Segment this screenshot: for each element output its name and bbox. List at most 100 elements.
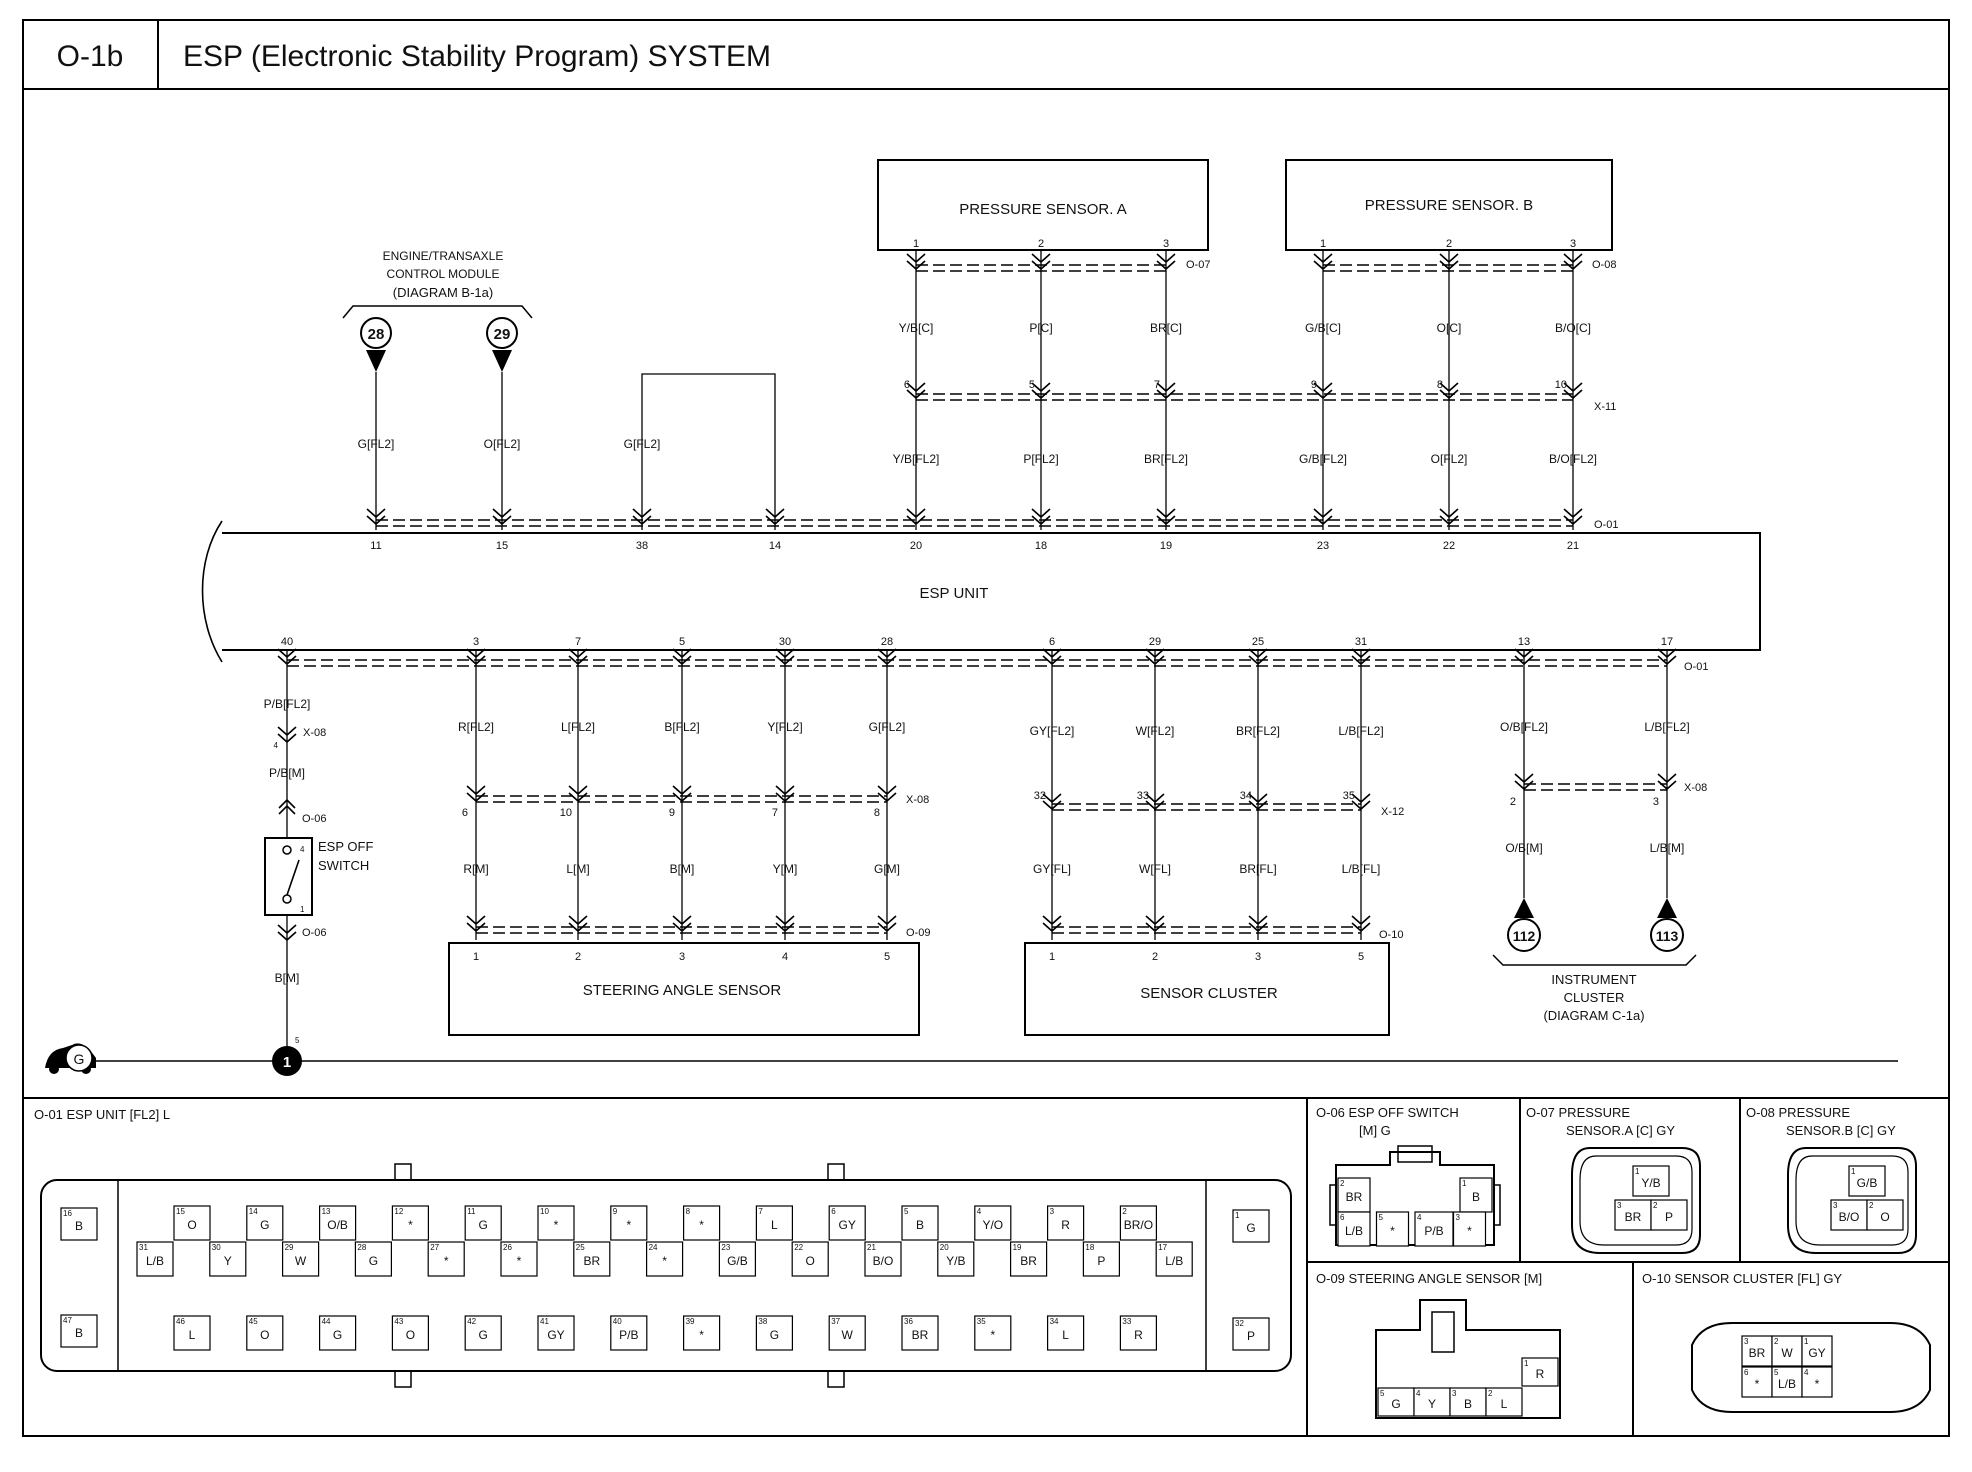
svg-text:6: 6 bbox=[462, 807, 468, 819]
cell-pin-number: 3 bbox=[1050, 1207, 1055, 1216]
cell-wire-color: * bbox=[699, 1328, 704, 1342]
cell-wire-color: B bbox=[916, 1218, 924, 1232]
svg-text:O/B[M]: O/B[M] bbox=[1505, 841, 1542, 855]
connector-cell: 2O bbox=[1866, 1199, 1904, 1231]
cell-wire-color: L bbox=[771, 1218, 778, 1232]
pressure-lower-wire-labels: Y/B[FL2] P[FL2] BR[FL2] G/B[FL2] O[FL2] … bbox=[893, 452, 1597, 466]
instrument-cluster: O/B[FL2] L/B[FL2] 2 3 X-08 O/B[M] L/B[M]… bbox=[1492, 720, 1707, 1023]
cell-wire-color: G/B bbox=[727, 1254, 748, 1268]
cluster-x12-pins: 32 33 34 35 bbox=[1034, 790, 1355, 802]
cell-pin-number: 22 bbox=[794, 1243, 803, 1252]
cell-pin-number: 6 bbox=[831, 1207, 836, 1216]
cell-pin-number: 3 bbox=[1452, 1389, 1457, 1398]
connector-view-o08: O-08 PRESSURE SENSOR.B [C] GY 1G/B3B/O2O bbox=[1746, 1105, 1917, 1254]
svg-text:O[C]: O[C] bbox=[1437, 321, 1462, 335]
connector-view-o06: O-06 ESP OFF SWITCH [M] G 2BR1B6L/B5*4P/… bbox=[1316, 1105, 1501, 1247]
svg-text:38: 38 bbox=[636, 540, 648, 552]
cell-pin-number: 29 bbox=[285, 1243, 294, 1252]
cell-pin-number: 8 bbox=[686, 1207, 691, 1216]
cell-pin-number: 6 bbox=[1340, 1213, 1345, 1222]
svg-text:X-08: X-08 bbox=[303, 727, 326, 739]
svg-text:L/B[M]: L/B[M] bbox=[1650, 841, 1685, 855]
connector-o10-label: O-10 bbox=[1379, 929, 1403, 941]
cell-wire-color: * bbox=[1755, 1377, 1760, 1391]
svg-text:1: 1 bbox=[300, 905, 305, 914]
cell-pin-number: 6 bbox=[1744, 1368, 1749, 1377]
ground-junction-1: 1 bbox=[272, 1046, 302, 1076]
svg-text:7: 7 bbox=[575, 636, 581, 648]
svg-text:G: G bbox=[74, 1051, 85, 1067]
cell-wire-color: Y/B bbox=[1641, 1176, 1660, 1190]
connector-cell: 1B bbox=[1459, 1177, 1493, 1213]
cell-pin-number: 1 bbox=[1235, 1211, 1240, 1220]
cell-pin-number: 42 bbox=[467, 1317, 476, 1326]
connector-cell: 3BR bbox=[1741, 1335, 1773, 1367]
svg-text:25: 25 bbox=[1252, 636, 1264, 648]
svg-text:4: 4 bbox=[782, 951, 788, 963]
svg-text:10: 10 bbox=[1555, 379, 1567, 391]
connector-cell: 5G bbox=[1377, 1387, 1415, 1417]
connector-cell: 27* bbox=[427, 1241, 465, 1277]
svg-text:4: 4 bbox=[300, 845, 305, 854]
connector-cell: 23G/B bbox=[718, 1241, 757, 1277]
cell-pin-number: 27 bbox=[430, 1243, 439, 1252]
cell-wire-color: B bbox=[1464, 1397, 1472, 1411]
svg-text:35: 35 bbox=[1343, 790, 1355, 802]
svg-text:3: 3 bbox=[1255, 951, 1261, 963]
svg-text:BR[FL2]: BR[FL2] bbox=[1144, 452, 1188, 466]
svg-text:L[FL2]: L[FL2] bbox=[561, 720, 595, 734]
cell-wire-color: P/B bbox=[619, 1328, 638, 1342]
svg-text:G[M]: G[M] bbox=[874, 862, 900, 876]
svg-text:15: 15 bbox=[496, 540, 508, 552]
cell-pin-number: 14 bbox=[249, 1207, 258, 1216]
connector-cell: 1R bbox=[1521, 1357, 1559, 1387]
connector-cell: 30Y bbox=[209, 1241, 247, 1277]
cell-wire-color: GY bbox=[839, 1218, 856, 1232]
svg-text:11: 11 bbox=[370, 540, 381, 552]
svg-text:3: 3 bbox=[1653, 796, 1659, 808]
cell-wire-color: P/B bbox=[1424, 1224, 1443, 1238]
svg-text:O/B[FL2]: O/B[FL2] bbox=[1500, 720, 1548, 734]
cell-pin-number: 38 bbox=[758, 1317, 767, 1326]
connector-cell: 4Y/O bbox=[974, 1205, 1012, 1241]
svg-text:O-06 ESP OFF SWITCH: O-06 ESP OFF SWITCH bbox=[1316, 1105, 1459, 1120]
connector-cell: 4Y bbox=[1413, 1387, 1451, 1417]
svg-text:P[C]: P[C] bbox=[1029, 321, 1052, 335]
cell-wire-color: L/B bbox=[146, 1254, 164, 1268]
connector-cell: 3B/O bbox=[1830, 1199, 1868, 1231]
cell-wire-color: O bbox=[406, 1328, 415, 1342]
cell-wire-color: * bbox=[1390, 1224, 1395, 1238]
connector-o01-bottom-label: O-01 bbox=[1684, 661, 1708, 673]
svg-text:10: 10 bbox=[560, 807, 572, 819]
svg-text:21: 21 bbox=[1567, 540, 1579, 552]
svg-text:112: 112 bbox=[1513, 928, 1536, 944]
svg-text:O-09 STEERING ANGLE SENSOR [M]: O-09 STEERING ANGLE SENSOR [M] bbox=[1316, 1271, 1542, 1286]
svg-text:1: 1 bbox=[283, 1054, 291, 1071]
svg-text:29: 29 bbox=[494, 326, 511, 343]
svg-text:W[FL2]: W[FL2] bbox=[1136, 724, 1175, 738]
connector-cell: 40P/B bbox=[610, 1315, 648, 1351]
connector-cell: 15O bbox=[173, 1205, 211, 1241]
cell-pin-number: 2 bbox=[1653, 1201, 1658, 1210]
cell-wire-color: W bbox=[1781, 1346, 1793, 1360]
connector-cell: 11G bbox=[464, 1205, 502, 1241]
cell-wire-color: B bbox=[75, 1219, 83, 1233]
connector-view-o01: O-01 ESP UNIT [FL2] L 16B47B1G32P15O14G1… bbox=[34, 1107, 1292, 1388]
svg-text:L/B[FL2]: L/B[FL2] bbox=[1644, 720, 1689, 734]
svg-text:4: 4 bbox=[274, 741, 279, 750]
cell-pin-number: 3 bbox=[1833, 1201, 1838, 1210]
svg-text:2: 2 bbox=[1446, 238, 1452, 250]
cell-wire-color: G bbox=[260, 1218, 269, 1232]
svg-text:20: 20 bbox=[910, 540, 922, 552]
cell-wire-color: * bbox=[554, 1218, 559, 1232]
cell-pin-number: 31 bbox=[139, 1243, 148, 1252]
svg-text:34: 34 bbox=[1240, 790, 1252, 802]
connector-cell: 1G/B bbox=[1848, 1165, 1886, 1197]
connector-cell: 46L bbox=[173, 1315, 211, 1351]
cell-pin-number: 30 bbox=[212, 1243, 221, 1252]
cell-wire-color: R bbox=[1536, 1367, 1545, 1381]
cell-wire-color: GY bbox=[1808, 1346, 1825, 1360]
